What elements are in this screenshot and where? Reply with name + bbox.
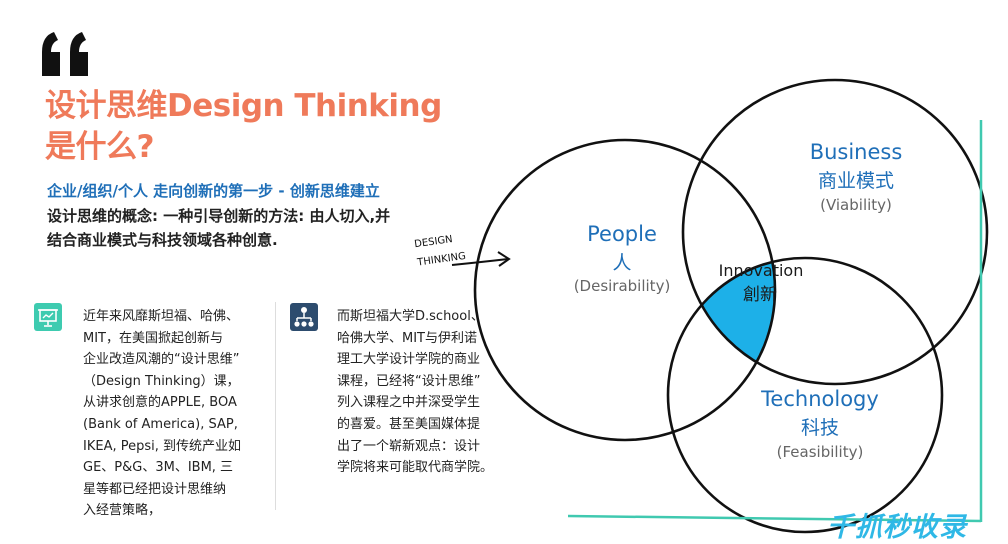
people-sub-label: (Desirability) — [574, 277, 671, 295]
accent-line-bottom — [567, 514, 982, 523]
network-people-icon — [290, 303, 318, 331]
technology-label: Technology — [760, 387, 879, 411]
arrow-label-design: DESIGN — [414, 234, 454, 250]
card-2-text: 而斯坦福大学D.school、 哈佛大学、MIT与伊利诺 理工大学设计学院的商业… — [337, 309, 494, 476]
title-line-2: 是什么? — [45, 129, 154, 165]
concept-line-2: 结合商业模式与科技领域各种创意. — [47, 231, 278, 249]
arrow-label-thinking: THINKING — [416, 251, 467, 269]
card-1-text: 近年来风靡斯坦福、哈佛、 MIT，在美国掀起创新与 企业改造风潮的“设计思维” … — [83, 309, 242, 519]
quote-mark-icon — [42, 32, 88, 76]
card-divider — [275, 302, 276, 510]
title-line-1: 设计思维Design Thinking — [45, 88, 442, 124]
people-chinese-label: 人 — [612, 252, 631, 274]
technology-circle — [666, 256, 944, 534]
innovation-label: Innovation — [719, 261, 804, 280]
design-thinking-arrow — [451, 251, 511, 267]
innovation-chinese-label: 創新 — [743, 285, 777, 305]
presentation-board-icon — [34, 303, 62, 331]
people-label: People — [587, 222, 657, 246]
technology-sub-label: (Feasibility) — [777, 443, 864, 461]
concept-line-1: 设计思维的概念: 一种引导创新的方法: 由人切入,并 — [47, 207, 391, 225]
business-label: Business — [810, 140, 903, 164]
business-sub-label: (Viability) — [820, 196, 892, 214]
innovation-intersection — [683, 258, 775, 384]
concept-text: 设计思维的概念: 一种引导创新的方法: 由人切入,并 结合商业模式与科技领域各种… — [47, 204, 467, 252]
people-circle — [473, 138, 777, 442]
subtitle: 企业/组织/个人 走向创新的第一步 - 创新思维建立 — [47, 182, 380, 200]
business-circle — [681, 78, 989, 386]
business-chinese-label: 商业模式 — [818, 170, 894, 192]
technology-chinese-label: 科技 — [801, 417, 839, 439]
page-title: 设计思维Design Thinking 是什么? — [45, 86, 442, 168]
watermark: 千抓秒收录 — [827, 512, 967, 543]
